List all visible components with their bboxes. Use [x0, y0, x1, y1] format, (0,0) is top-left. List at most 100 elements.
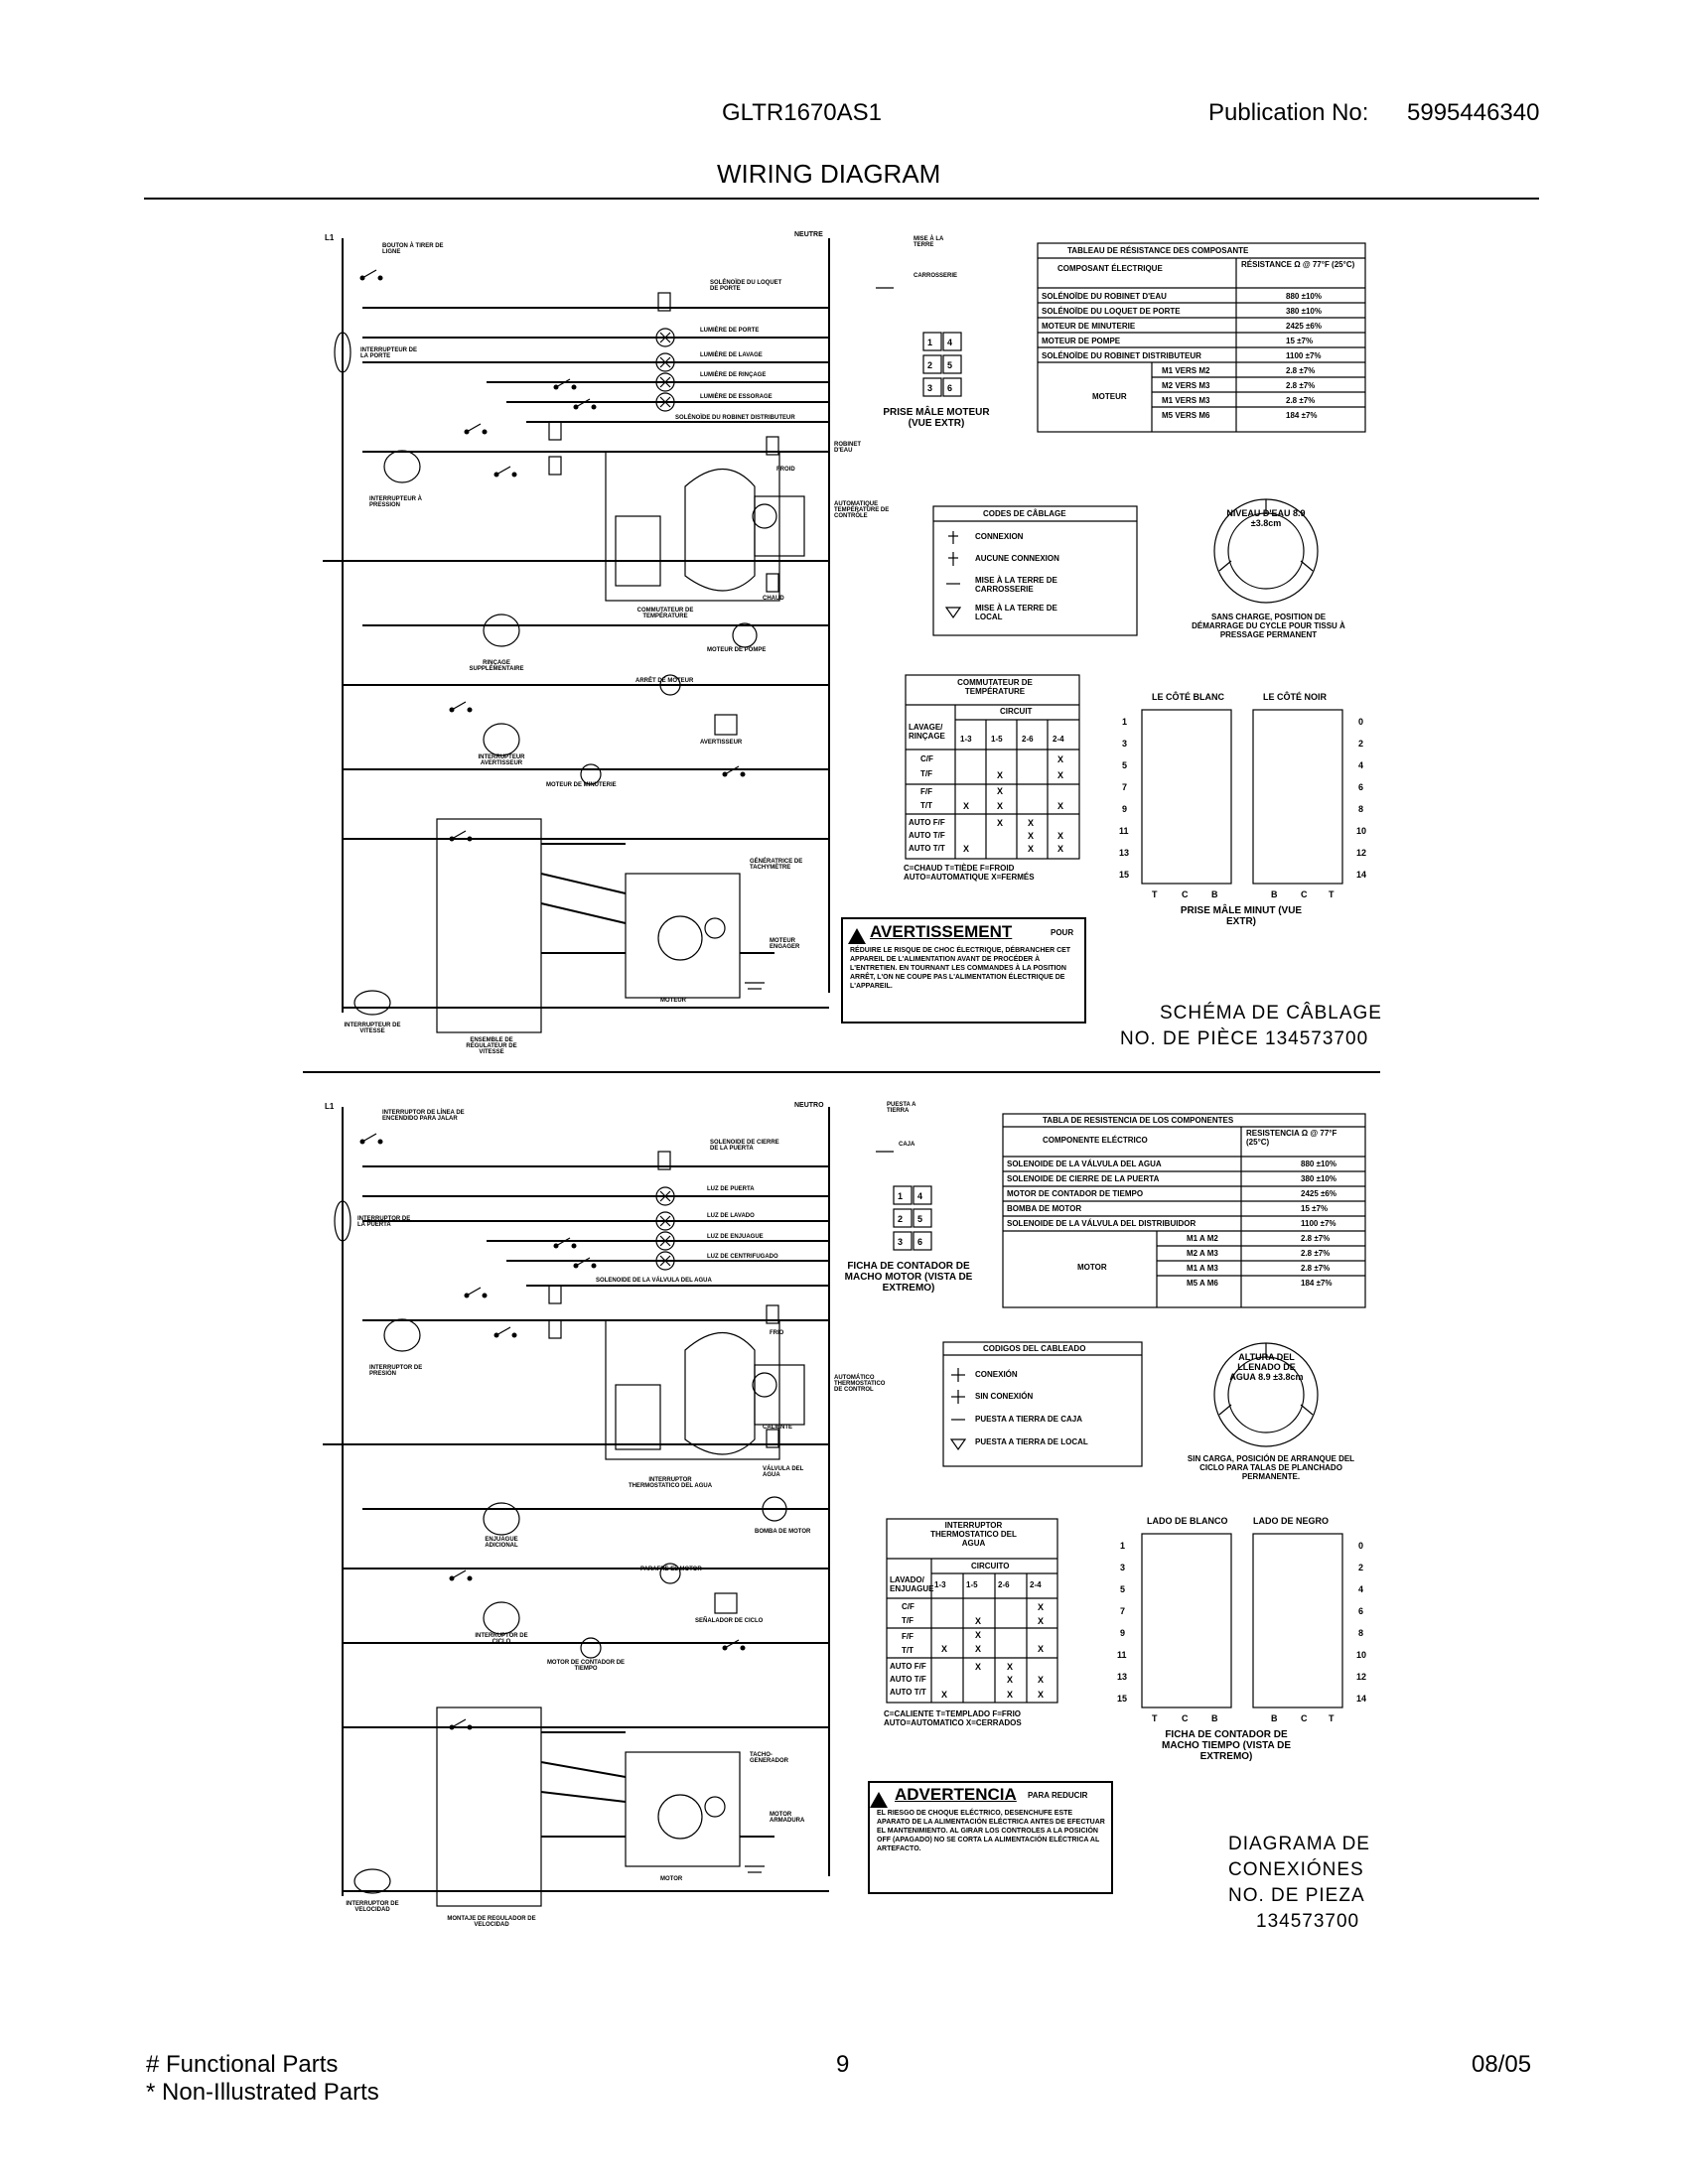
svg-text:7: 7	[1120, 1606, 1125, 1616]
french-resistance-table: TABLEAU DE RÉSISTANCE DES COMPOSANTE COM…	[1038, 243, 1365, 432]
french-label: CARROSSERIE	[914, 273, 958, 279]
table-row-name: SOLÉNOÏDE DU ROBINET D'EAU	[1042, 292, 1167, 301]
spanish-label: MOTOR	[660, 1876, 683, 1882]
table-row-name: SOLÉNOÏDE DU ROBINET DISTRIBUTEUR	[1042, 351, 1201, 360]
svg-text:6: 6	[1358, 1606, 1363, 1616]
french-label: INTERRUPTEUR DE VITESSE	[344, 1023, 401, 1034]
svg-text:X: X	[1057, 770, 1063, 780]
publication-number: 5995446340	[1407, 99, 1540, 126]
french-temp-table: COMMUTATEUR DE TEMPÉRATURE CIRCUIT LAVAG…	[906, 675, 1079, 859]
french-label: MOTEUR DE POMPE	[707, 647, 767, 653]
temp-row-head: LAVAGE/ RINÇAGE	[909, 723, 945, 741]
svg-text:0: 0	[1358, 717, 1363, 727]
temp-row: F/F	[920, 787, 932, 796]
column-header: RÉSISTANCE Ω @ 77°F (25°C)	[1241, 260, 1355, 269]
spanish-label: NEUTRO	[794, 1102, 824, 1109]
svg-text:X: X	[1038, 1644, 1044, 1654]
spanish-label: INTERRUPTOR THERMOSTATICO DEL AGUA	[628, 1477, 713, 1489]
spanish-warning: ADVERTENCIA PARA REDUCIR EL RIESGO DE CH…	[869, 1782, 1112, 1893]
spanish-timer-caption: FICHA DE CONTADOR DE MACHO TIEMPO (VISTA…	[1162, 1729, 1291, 1762]
french-label: ENSEMBLE DE RÉGULATEUR DE VITESSE	[466, 1037, 517, 1055]
motor-row-value: 2.8 ±7%	[1301, 1264, 1331, 1273]
motor-row-value: 2.8 ±7%	[1286, 381, 1316, 390]
code-item: MISE À LA TERRE DE CARROSSERIE	[975, 576, 1057, 594]
svg-text:X: X	[975, 1644, 981, 1654]
code-item: PUESTA A TIERRA DE LOCAL	[975, 1437, 1088, 1446]
french-label: SOLÉNOÏDE DU ROBINET DISTRIBUTEUR	[675, 415, 795, 421]
table-row-value: 880 ±10%	[1301, 1160, 1336, 1168]
temp-row: AUTO F/F	[909, 818, 945, 827]
french-label: INTERRUPTEUR À PRESSION	[369, 496, 423, 508]
table-row-name: BOMBA DE MOTOR	[1007, 1204, 1082, 1213]
svg-text:5: 5	[1120, 1584, 1125, 1594]
svg-text:T: T	[1329, 889, 1335, 899]
temp-row: C/F	[920, 754, 933, 763]
publication-label: Publication No:	[1208, 99, 1369, 126]
temp-col: 1-3	[934, 1580, 946, 1589]
svg-text:13: 13	[1117, 1672, 1127, 1682]
table-row-value: 380 ±10%	[1286, 307, 1322, 316]
french-label: FROID	[776, 467, 795, 473]
french-label: RINÇAGE SUPPLÉMENTAIRE	[469, 660, 524, 672]
temp-title: COMMUTATEUR DE TEMPÉRATURE	[957, 678, 1033, 696]
spanish-temp-table: INTERRUPTOR THERMOSTATICO DEL AGUA CIRCU…	[887, 1519, 1057, 1703]
svg-text:12: 12	[1356, 848, 1366, 858]
spanish-label: BOMBA DE MOTOR	[755, 1529, 811, 1535]
svg-text:9: 9	[1122, 804, 1127, 814]
motor-row-name: M1 VERS M2	[1162, 366, 1210, 375]
temp-row-head: LAVADO/ ENJUAGUE	[890, 1575, 934, 1593]
svg-text:C: C	[1301, 1713, 1308, 1723]
code-item: MISE À LA TERRE DE LOCAL	[975, 604, 1057, 621]
motor-row-name: M2 VERS M3	[1162, 381, 1210, 390]
page-title: WIRING DIAGRAM	[717, 159, 941, 189]
spanish-level-caption: SIN CARGA, POSICIÓN DE ARRANQUE DEL CICL…	[1187, 1454, 1355, 1481]
motor-row-name: M1 VERS M3	[1162, 396, 1210, 405]
spanish-timer-right-label: LADO DE NEGRO	[1253, 1516, 1330, 1526]
code-item: CONEXIÓN	[975, 1370, 1018, 1379]
svg-text:X: X	[1028, 844, 1034, 854]
spanish-label: INTERRUPTOR DE CICLO	[475, 1633, 528, 1645]
french-label: LUMIÈRE DE PORTE	[700, 328, 760, 334]
svg-text:X: X	[997, 770, 1003, 780]
spanish-schema-line3: NO. DE PIEZA	[1228, 1885, 1365, 1906]
svg-text:X: X	[1028, 831, 1034, 841]
svg-text:X: X	[941, 1644, 947, 1654]
svg-text:C: C	[1182, 889, 1189, 899]
svg-text:1: 1	[1122, 717, 1127, 727]
french-label: LUMIÈRE DE LAVAGE	[700, 352, 763, 358]
svg-text:X: X	[1057, 754, 1063, 764]
motor-row-value: 2.8 ±7%	[1286, 366, 1316, 375]
svg-text:11: 11	[1117, 1650, 1127, 1660]
svg-text:1: 1	[927, 338, 932, 347]
header-rule	[144, 198, 1539, 200]
french-label: ARRÊT DE MOTEUR	[635, 678, 694, 684]
svg-text:T: T	[1152, 1713, 1158, 1723]
svg-text:X: X	[997, 818, 1003, 828]
svg-text:0: 0	[1358, 1541, 1363, 1551]
temp-col: 1-3	[960, 735, 972, 744]
column-header: COMPOSANT ÉLECTRIQUE	[1057, 264, 1163, 273]
temp-col: 2-6	[1022, 735, 1034, 744]
table-row-name: SOLENOIDE DE CIERRE DE LA PUERTA	[1007, 1174, 1160, 1183]
motor-row-value: 2.8 ±7%	[1301, 1234, 1331, 1243]
french-timer-left-label: LE CÔTÉ BLANC	[1152, 692, 1224, 702]
svg-text:B: B	[1211, 889, 1218, 899]
french-label: MOTEUR DE MINUTERIE	[546, 782, 617, 788]
temp-title: INTERRUPTOR THERMOSTATICO DEL AGUA	[930, 1521, 1017, 1548]
svg-text:14: 14	[1356, 1694, 1366, 1704]
spanish-label: VÁLVULA DEL AGUA	[763, 1466, 804, 1478]
svg-text:X: X	[1007, 1675, 1013, 1685]
svg-text:B: B	[1271, 1713, 1278, 1723]
svg-text:1: 1	[1120, 1541, 1125, 1551]
spanish-temp-legend: C=CALIENTE T=TEMPLADO F=FRIO AUTO=AUTOMA…	[884, 1709, 1022, 1727]
svg-text:12: 12	[1356, 1672, 1366, 1682]
warning-text: EL RIESGO DE CHOQUE ELÉCTRICO, DESENCHUF…	[877, 1810, 1105, 1853]
svg-text:X: X	[997, 801, 1003, 811]
temp-row: AUTO T/F	[909, 831, 945, 840]
svg-text:X: X	[1007, 1662, 1013, 1672]
spanish-label: PARAFRE EL MOTOR	[640, 1567, 702, 1572]
svg-text:6: 6	[947, 383, 952, 393]
temp-col: 1-5	[966, 1580, 978, 1589]
spanish-level-label: ALTURA DEL LLENADO DE AGUA 8.9 ±3.8cm	[1229, 1352, 1304, 1382]
table-row-name: SOLÉNOÏDE DU LOQUET DE PORTE	[1042, 307, 1181, 316]
